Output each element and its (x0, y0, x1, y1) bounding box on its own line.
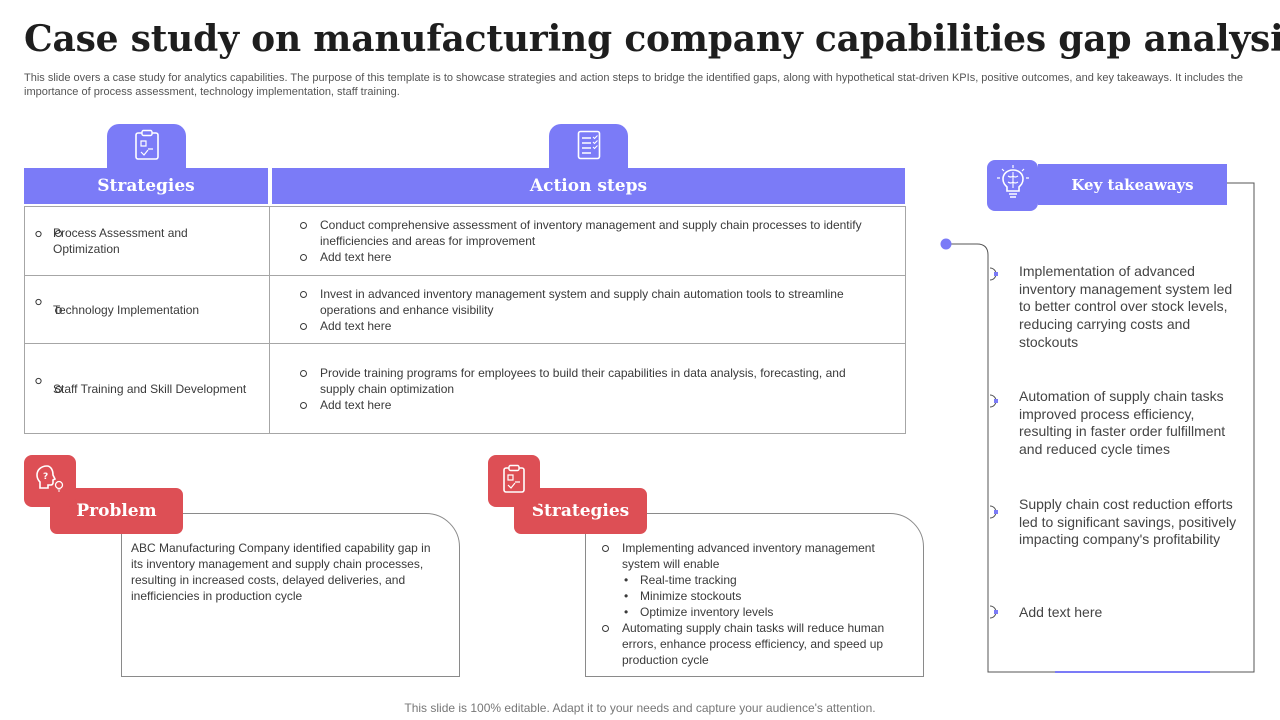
strategy-label: Staff Training and Skill Development (53, 381, 247, 396)
document-icon (577, 130, 601, 165)
action-item: Add text here (298, 249, 881, 265)
strategies-icon-tile (488, 455, 540, 507)
strategies-box: Implementing advanced inventory manageme… (585, 513, 924, 677)
takeaway-item: Implementation of advanced inventory man… (1019, 263, 1233, 350)
problem-icon-tile: ? (24, 455, 76, 507)
takeaways-icon-tile (987, 160, 1038, 211)
table-row: Technology Implementation Invest in adva… (25, 275, 905, 343)
brain-bulb-icon (994, 164, 1032, 207)
sub-item: •Optimize inventory levels (624, 605, 774, 619)
page-subtitle: This slide overs a case study for analyt… (24, 72, 1244, 98)
footer-note: This slide is 100% editable. Adapt it to… (404, 701, 876, 715)
problem-label: Problem (50, 488, 183, 534)
problem-box: ABC Manufacturing Company identified cap… (121, 513, 460, 677)
sub-item: •Minimize stockouts (624, 589, 742, 603)
svg-text:?: ? (43, 472, 48, 482)
action-item: Provide training programs for employees … (298, 365, 881, 397)
action-steps-tab (549, 124, 628, 170)
bullet-icon (35, 377, 42, 385)
takeaway-marker-icon (989, 505, 998, 519)
timeline-start-dot (940, 238, 952, 250)
table-row: Staff Training and Skill Development Pro… (25, 343, 905, 433)
action-item: Add text here (298, 318, 881, 334)
action-item: Add text here (298, 397, 881, 413)
takeaway-marker-icon (989, 394, 998, 408)
brain-bulb-icon: ? (33, 462, 67, 501)
action-item: Conduct comprehensive assessment of inve… (298, 217, 881, 249)
bullet-icon (35, 230, 42, 238)
bullet-icon (35, 298, 42, 306)
takeaways-frame (940, 182, 1255, 673)
problem-text: ABC Manufacturing Company identified cap… (131, 541, 431, 603)
clipboard-icon (502, 464, 526, 499)
action-steps-header: Action steps (272, 168, 905, 204)
takeaway-marker-icon (989, 605, 998, 619)
strategies-tab (107, 124, 186, 170)
page-title: Case study on manufacturing company capa… (24, 18, 1280, 60)
takeaways-label: Key takeaways (1038, 164, 1227, 205)
strategy-label: Technology Implementation (53, 302, 200, 317)
strategies-header: Strategies (24, 168, 268, 204)
takeaway-item: Add text here (1019, 604, 1103, 620)
strategy-bullets (35, 230, 42, 385)
strategy-item: Implementing advanced inventory manageme… (600, 540, 900, 572)
sub-item: •Real-time tracking (624, 573, 737, 587)
strategy-label: Process Assessment and Optimization (53, 226, 188, 256)
strategy-item: Automating supply chain tasks will reduc… (600, 620, 900, 668)
clipboard-icon (134, 129, 160, 166)
strategy-table: Process Assessment and Optimization Cond… (24, 206, 906, 434)
action-item: Invest in advanced inventory management … (298, 286, 881, 318)
takeaway-item: Automation of supply chain tasks improve… (1019, 388, 1226, 458)
takeaway-marker-icon (989, 267, 998, 281)
takeaway-item: Supply chain cost reduction efforts led … (1019, 496, 1237, 548)
table-row: Process Assessment and Optimization Cond… (25, 207, 905, 275)
